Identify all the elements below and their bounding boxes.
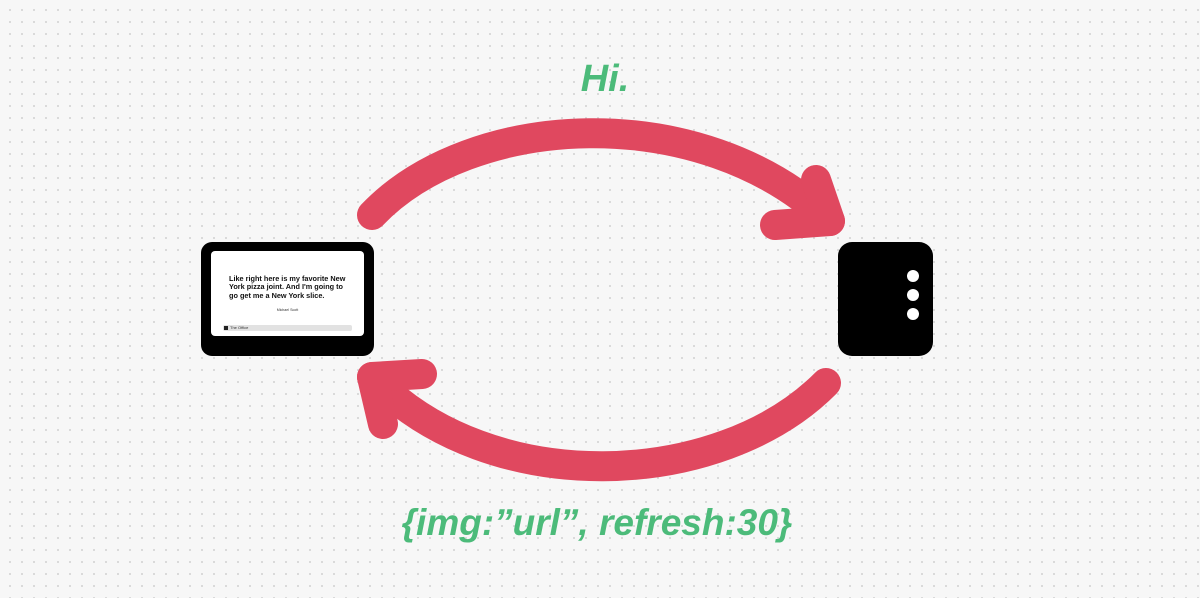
server-light-icon (907, 308, 919, 320)
response-arrowhead (357, 359, 437, 439)
quote-text: Like right here is my favorite New York … (229, 274, 346, 300)
request-arrow (357, 118, 845, 236)
request-label: Hi. (580, 58, 630, 100)
server-icon (838, 242, 933, 356)
e-ink-display-icon: Like right here is my favorite New York … (201, 242, 374, 356)
server-light-icon (907, 270, 919, 282)
quote-author: Michael Scott (276, 308, 299, 312)
response-arrow (357, 362, 841, 482)
app-logo-icon (224, 326, 228, 330)
status-bar-text: The Office (230, 325, 249, 330)
request-arrowhead (760, 165, 845, 240)
display-screen: Like right here is my favorite New York … (211, 251, 364, 336)
status-bar: The Office (223, 325, 352, 331)
response-label: {img:”url”, refresh:30} (401, 502, 793, 543)
server-light-icon (907, 289, 919, 301)
